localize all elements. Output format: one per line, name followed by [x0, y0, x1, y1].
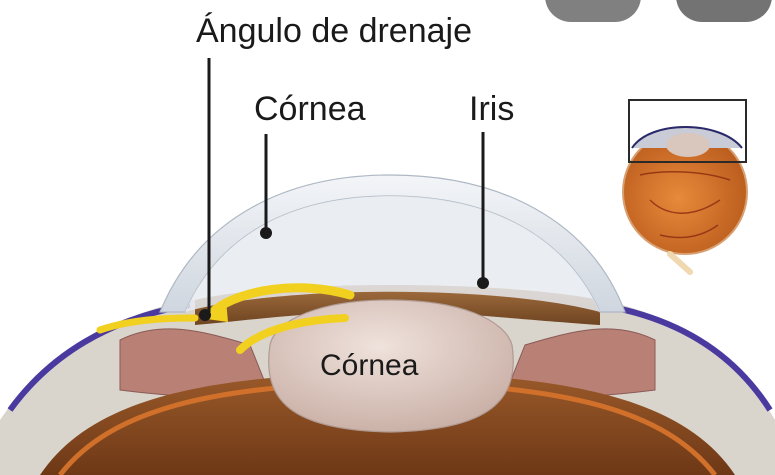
lens-label: Córnea	[320, 351, 418, 381]
watermark-shape	[545, 0, 641, 22]
inset-optic-nerve	[670, 254, 690, 272]
cornea-marker	[260, 227, 272, 239]
iris-marker	[477, 277, 489, 289]
iris-label: Iris	[469, 92, 514, 126]
drainage-angle-label: Ángulo de drenaje	[196, 14, 472, 48]
watermark-shape	[676, 0, 772, 22]
eye-globe-icon	[623, 100, 747, 272]
cornea-label: Córnea	[254, 92, 366, 126]
drainage-angle-marker	[199, 309, 211, 321]
